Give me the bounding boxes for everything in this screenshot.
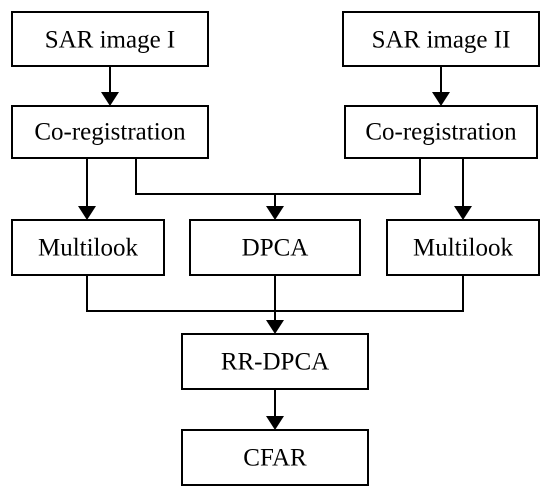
- node-box: [181, 333, 369, 390]
- node-label: SAR image I: [45, 27, 176, 54]
- node-multilook-2: Multilook: [386, 219, 540, 276]
- node-box: [189, 219, 361, 276]
- node-label: Co-registration: [365, 119, 517, 146]
- node-label: SAR image II: [372, 27, 511, 54]
- edge-coreg-to-dpca: [135, 158, 421, 195]
- node-rr-dpca: RR-DPCA: [181, 333, 369, 390]
- node-box: [181, 429, 369, 486]
- arrow-head-dpca: [266, 206, 284, 220]
- arrow-head-cfar: [266, 416, 284, 430]
- arrow-head-multilook2: [454, 206, 472, 220]
- node-label: Multilook: [38, 235, 139, 262]
- arrow-head-multilook1: [78, 206, 96, 220]
- node-multilook-1: Multilook: [11, 219, 165, 276]
- node-label: Co-registration: [34, 119, 186, 146]
- node-box: [11, 105, 209, 159]
- node-dpca: DPCA: [189, 219, 361, 276]
- node-box: [11, 11, 209, 67]
- node-box: [344, 105, 538, 159]
- node-label: Multilook: [413, 235, 514, 262]
- node-box: [386, 219, 540, 276]
- arrow-head-rrdpca: [266, 320, 284, 334]
- arrow-head-coreg2: [432, 92, 450, 106]
- node-label: CFAR: [243, 445, 307, 472]
- node-box: [342, 11, 540, 67]
- node-coregistration-2: Co-registration: [344, 105, 538, 159]
- arrow-head-coreg1: [101, 92, 119, 106]
- node-box: [11, 219, 165, 276]
- node-label: RR-DPCA: [221, 349, 329, 376]
- node-sar-image-1: SAR image I: [11, 11, 209, 67]
- node-label: DPCA: [242, 235, 309, 262]
- node-sar-image-2: SAR image II: [342, 11, 540, 67]
- connectors: [78, 66, 472, 430]
- node-cfar: CFAR: [181, 429, 369, 486]
- node-coregistration-1: Co-registration: [11, 105, 209, 159]
